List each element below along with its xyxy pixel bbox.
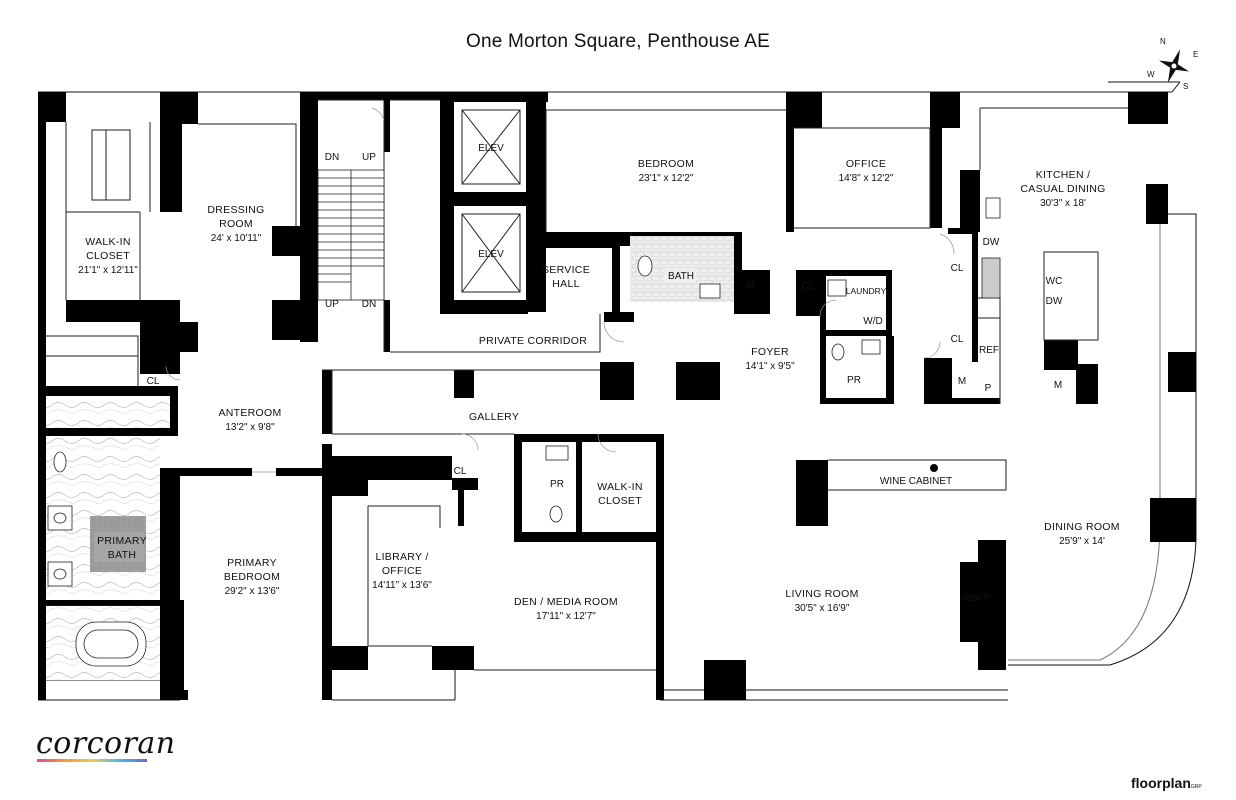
compass-rose bbox=[1158, 49, 1190, 83]
library-name2: OFFICE bbox=[382, 565, 422, 577]
primary-bedroom-name2: BEDROOM bbox=[224, 571, 280, 583]
compass-west: W bbox=[1147, 70, 1155, 79]
fixtures bbox=[47, 197, 1001, 667]
library-dim: 14'11" x 13'6" bbox=[372, 580, 432, 591]
closet-label-bath: CL bbox=[802, 281, 815, 292]
closet-label-gallery: CL bbox=[454, 466, 467, 477]
primary-bath-name1: PRIMARY bbox=[97, 535, 147, 547]
walkin-closet-primary-name2: CLOSET bbox=[86, 250, 130, 262]
floorplan-logo-main: floorplan bbox=[1131, 775, 1191, 791]
walkin-closet-primary-name1: WALK-IN bbox=[85, 236, 130, 248]
stair-dn-top: DN bbox=[325, 152, 339, 163]
wine-cooler-label: WC bbox=[1046, 276, 1063, 287]
dressing-room-name1: DRESSING bbox=[207, 204, 264, 216]
walkin-closet-2-name2: CLOSET bbox=[598, 495, 642, 507]
staircase bbox=[317, 169, 385, 301]
mechanical-label-bath: M bbox=[746, 280, 754, 291]
bath-label-bg bbox=[664, 268, 696, 282]
living-room-name: LIVING ROOM bbox=[785, 588, 858, 600]
door-swings bbox=[165, 107, 955, 473]
compass-north: N bbox=[1160, 37, 1166, 46]
laundry-label: LAUNDRY bbox=[846, 286, 887, 296]
anteroom-name: ANTEROOM bbox=[218, 407, 281, 419]
office-name: OFFICE bbox=[846, 158, 886, 170]
dishwasher-label-2: DW bbox=[1046, 296, 1063, 307]
kitchen-dim: 30'3" x 18' bbox=[1040, 198, 1086, 209]
bedroom-name: BEDROOM bbox=[638, 158, 694, 170]
den-name: DEN / MEDIA ROOM bbox=[514, 596, 618, 608]
primary-bath-label-bg bbox=[94, 532, 144, 562]
foyer-dim: 14'1" x 9'5" bbox=[745, 361, 795, 372]
powder-room-label-1: PR bbox=[847, 375, 861, 386]
dressing-room-name2: ROOM bbox=[219, 218, 253, 230]
bedroom-dim: 23'1" x 12'2" bbox=[639, 173, 694, 184]
dressing-room-dim: 24' x 10'11" bbox=[211, 233, 262, 244]
anteroom-dim: 13'2" x 9'8" bbox=[225, 422, 275, 433]
service-hall-name1: SERVICE bbox=[542, 264, 590, 276]
mechanical-label-kitchen: M bbox=[958, 376, 966, 387]
wine-cabinet-dot bbox=[930, 464, 938, 472]
room-labels: WALK-IN CLOSET 21'1" x 12'11" DRESSING R… bbox=[78, 158, 1120, 622]
bath-label: BATH bbox=[668, 271, 694, 282]
primary-bath-name2: BATH bbox=[108, 549, 136, 561]
compass-east: E bbox=[1193, 50, 1198, 59]
corcoran-logo: corcoran bbox=[36, 726, 176, 761]
compass-south: S bbox=[1183, 82, 1188, 91]
foyer-name: FOYER bbox=[751, 346, 789, 358]
closet-label-kitchen-1: CL bbox=[951, 263, 964, 274]
dining-room-name: DINING ROOM bbox=[1044, 521, 1120, 533]
floorplan-logo: floorplanGRP bbox=[1131, 775, 1202, 791]
closet-label-kitchen-2: CL bbox=[951, 334, 964, 345]
refrigerator-label: REF bbox=[979, 345, 999, 356]
floorplan-logo-suffix: GRP bbox=[1190, 784, 1202, 790]
wine-cabinet-label: WINE CABINET bbox=[880, 476, 952, 487]
dining-room-dim: 25'9" x 14' bbox=[1059, 536, 1105, 547]
page-title: One Morton Square, Penthouse AE bbox=[465, 31, 771, 52]
living-room-dim: 30'5" x 16'9" bbox=[795, 603, 850, 614]
elevators bbox=[461, 109, 521, 293]
walkin-closet-primary-dim: 21'1" x 12'11" bbox=[78, 265, 138, 276]
island-m-bg bbox=[1046, 372, 1072, 398]
small-labels: DN UP UP DN ELEV ELEV BATH PRIVATE CORRI… bbox=[147, 143, 1072, 604]
powder-room-label-2: PR bbox=[550, 479, 564, 490]
dishwasher-label-1: DW bbox=[983, 237, 1000, 248]
kitchen-name2: CASUAL DINING bbox=[1020, 183, 1105, 195]
elevator-label-2: ELEV bbox=[478, 249, 504, 260]
stair-up-top: UP bbox=[362, 152, 376, 163]
kitchen-name1: KITCHEN / bbox=[1036, 169, 1091, 181]
washer-dryer-label: W/D bbox=[863, 316, 882, 327]
pantry-label: P bbox=[985, 383, 992, 394]
mechanical-label-island: M bbox=[1054, 380, 1062, 391]
closet-label-primary: CL bbox=[147, 376, 160, 387]
stair-up-bottom: UP bbox=[325, 299, 339, 310]
stair-dn-bottom: DN bbox=[362, 299, 376, 310]
private-corridor-label: PRIVATE CORRIDOR bbox=[479, 335, 587, 347]
den-dim: 17'11" x 12'7" bbox=[536, 611, 596, 622]
walls bbox=[38, 92, 1196, 700]
primary-bedroom-name1: PRIMARY bbox=[227, 557, 277, 569]
wbfp-label: WBFP bbox=[962, 593, 991, 604]
corcoran-logo-bar bbox=[37, 759, 147, 762]
walkin-closet-2-name1: WALK-IN bbox=[597, 481, 642, 493]
library-name1: LIBRARY / bbox=[375, 551, 428, 563]
elevator-label-1: ELEV bbox=[478, 143, 504, 154]
primary-bedroom-dim: 29'2" x 13'6" bbox=[225, 586, 280, 597]
service-hall-name2: HALL bbox=[552, 278, 579, 290]
gallery-label: GALLERY bbox=[469, 411, 519, 423]
office-dim: 14'8" x 12'2" bbox=[839, 173, 894, 184]
